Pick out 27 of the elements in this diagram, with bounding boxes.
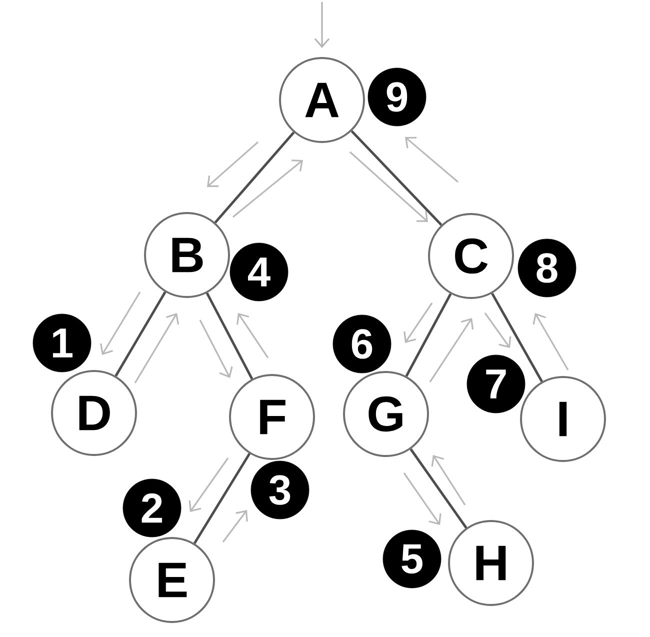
tree-node: C xyxy=(428,213,514,299)
number-badge: 7 xyxy=(466,354,526,414)
tree-edge xyxy=(206,292,254,380)
tree-edge xyxy=(410,448,468,529)
tree-node: G xyxy=(343,371,429,457)
number-badge: 1 xyxy=(32,314,92,372)
tree-node: I xyxy=(520,376,606,462)
tree-edge xyxy=(350,130,442,226)
tree-node: B xyxy=(144,212,230,298)
tree-edge xyxy=(405,293,452,377)
tree-node: E xyxy=(129,537,215,623)
tree-node: F xyxy=(229,374,315,460)
tree-edge xyxy=(214,132,295,224)
tree-node: H xyxy=(448,520,534,606)
number-badge: 8 xyxy=(518,238,576,298)
tree-node: A xyxy=(279,57,365,143)
number-badge: 3 xyxy=(250,460,310,520)
tree-node: D xyxy=(51,370,137,456)
tree-edge xyxy=(193,453,251,544)
number-badge: 5 xyxy=(382,530,442,588)
tree-edge xyxy=(114,291,166,377)
number-badge: 2 xyxy=(122,478,182,538)
arrow xyxy=(314,2,330,48)
number-badge: 4 xyxy=(230,242,288,302)
number-badge: 9 xyxy=(368,68,426,126)
number-badge: 6 xyxy=(332,314,392,374)
tree-edge xyxy=(491,292,543,382)
